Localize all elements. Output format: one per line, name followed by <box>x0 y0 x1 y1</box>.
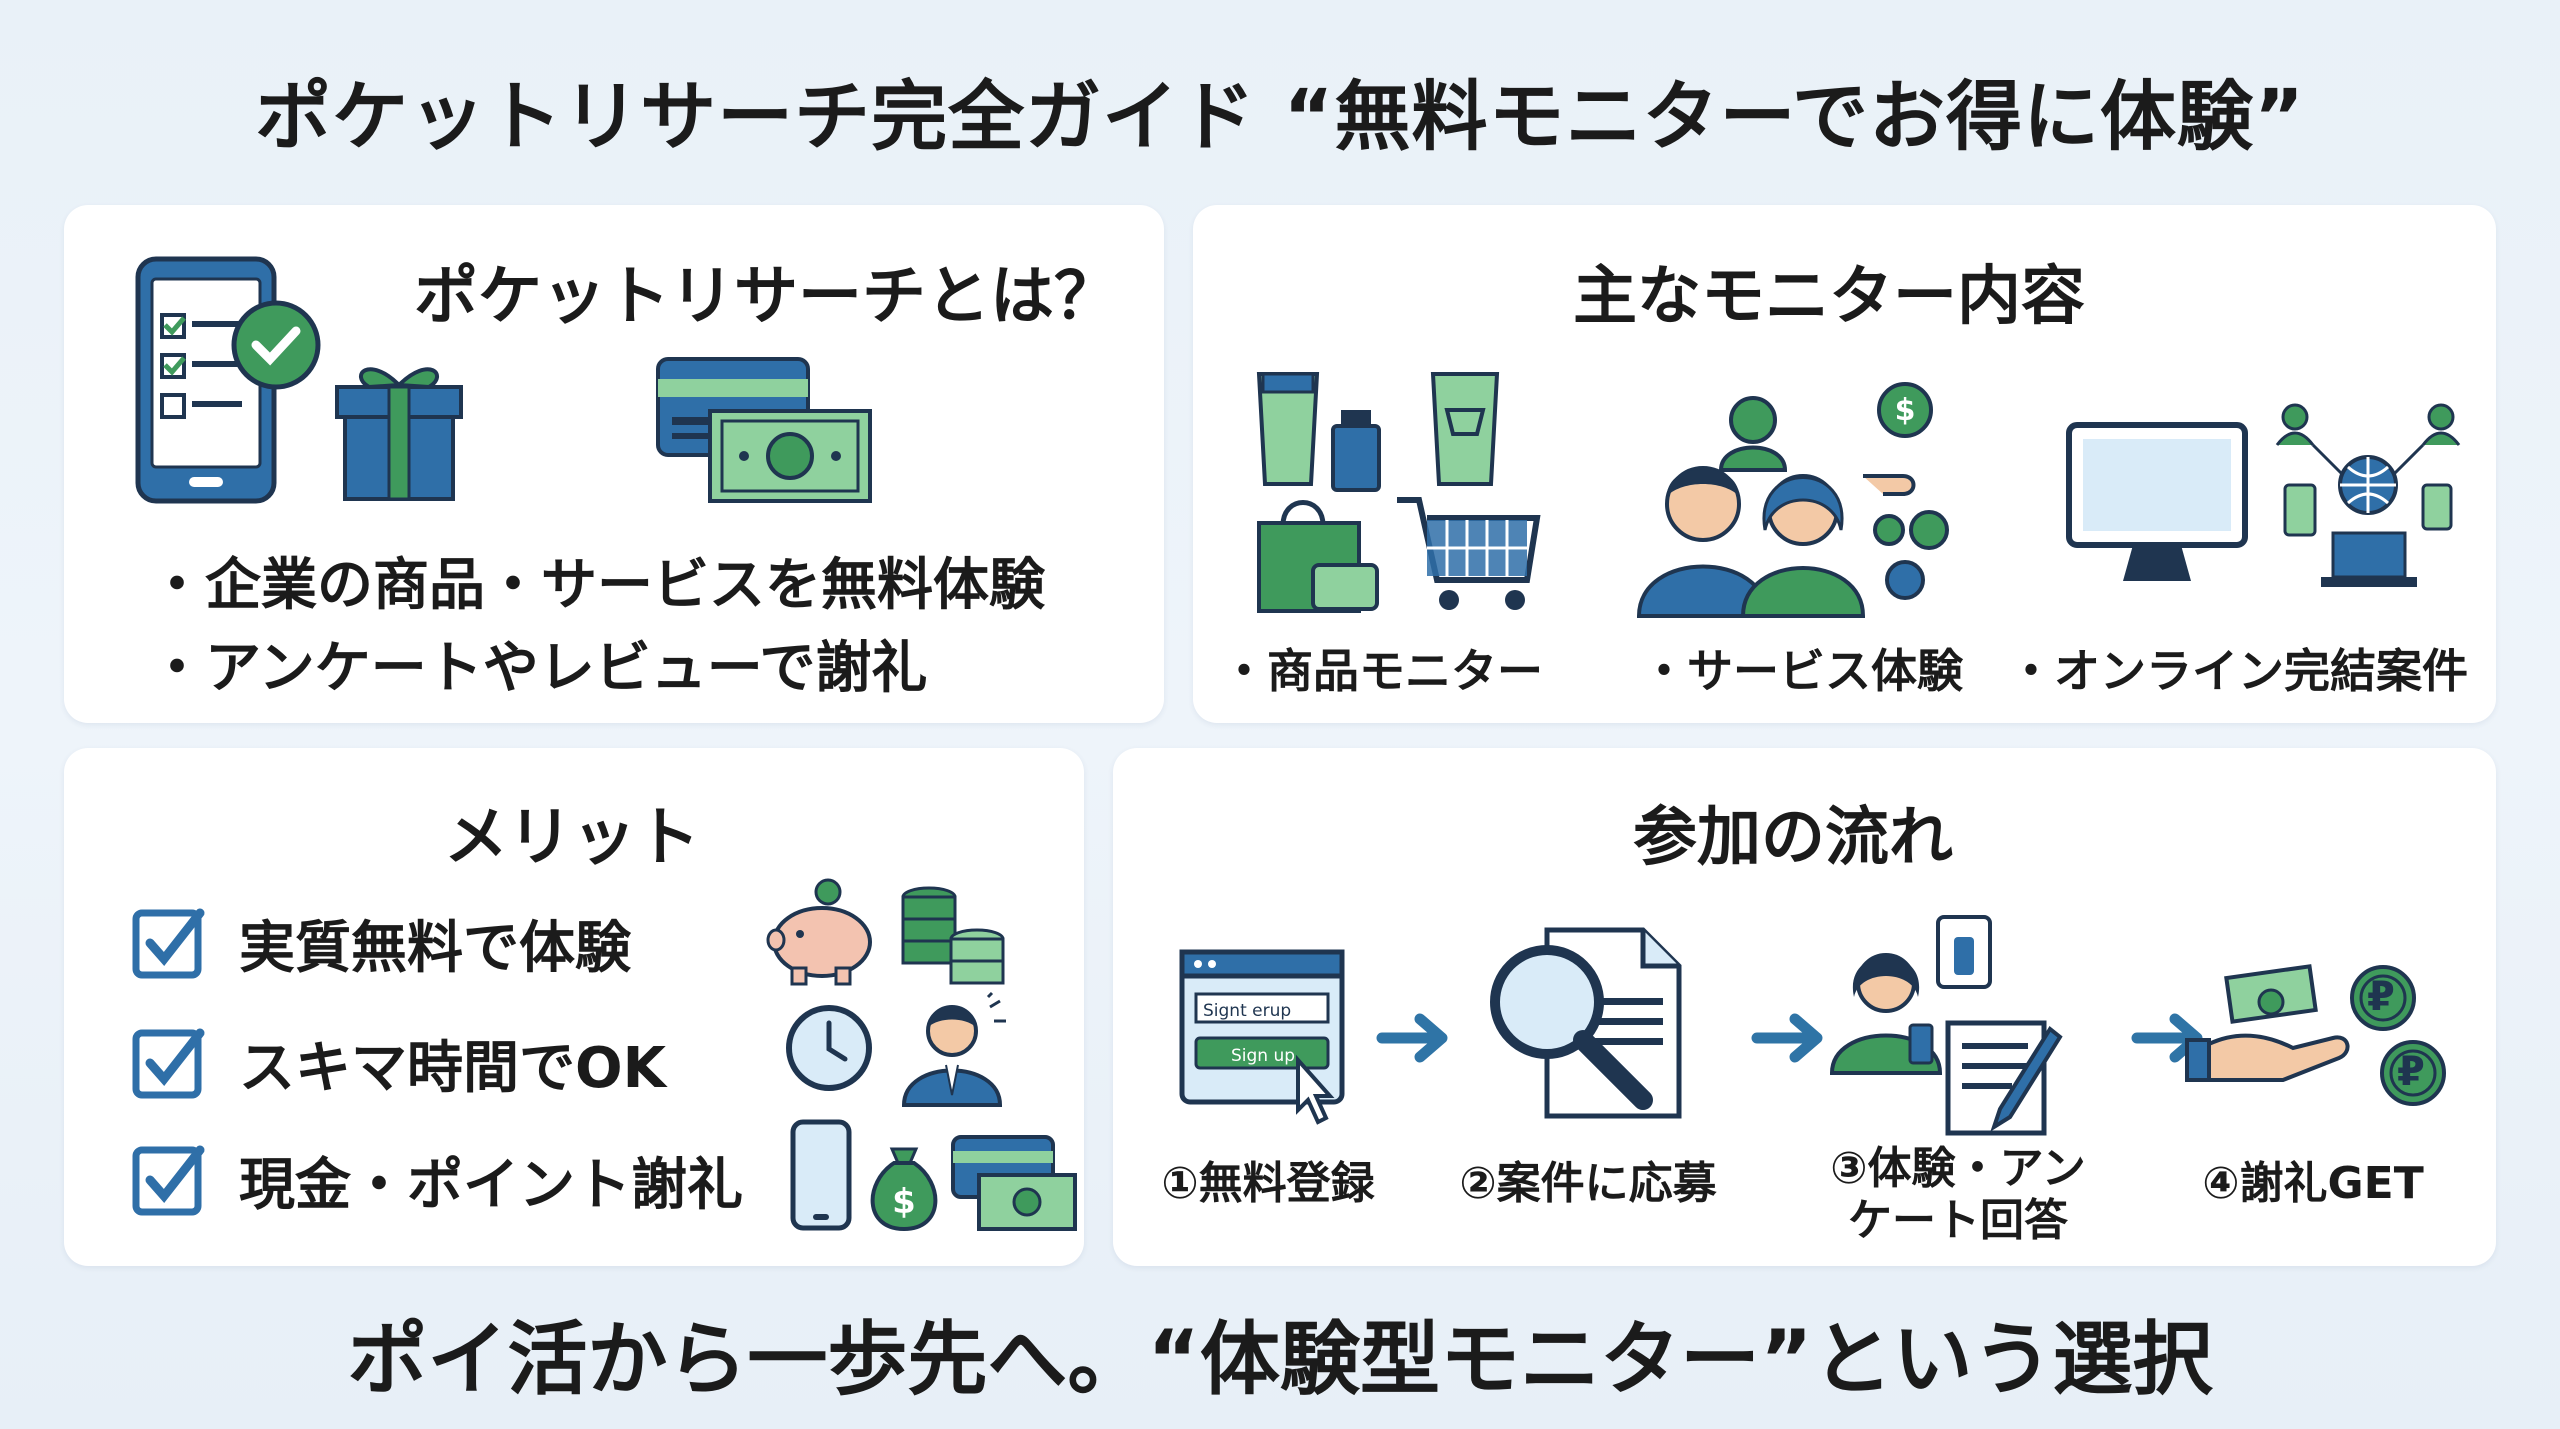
signup-window-icon <box>1179 949 1345 1125</box>
shopping-bag-icon <box>1257 500 1379 613</box>
monitor-item-service: ・サービス体験 <box>1641 644 1963 698</box>
smartphone-icon <box>790 1119 852 1231</box>
clock-icon <box>786 1005 872 1091</box>
piggy-bank-icon <box>766 878 872 986</box>
merits-card: メリット 実質無料で体験 スキマ時間でOK 現金・ポイント謝礼 <box>64 748 1084 1266</box>
flow-step-4: ④謝礼GET <box>2202 1158 2424 1209</box>
page-title: ポケットリサーチ完全ガイド “無料モニターでお得に体験” <box>255 72 2305 161</box>
flow-card: 参加の流れ Signt erup Sign up <box>1113 748 2496 1266</box>
people-service-icon: $ <box>1636 382 1949 618</box>
monitor-item-online: ・オンライン完結案件 <box>2008 644 2468 698</box>
monitor-item-product: ・商品モニター <box>1221 644 1543 698</box>
person-survey-icon <box>1829 915 2063 1136</box>
shopping-cart-icon <box>1397 497 1541 610</box>
cosmetics-products-icon <box>1256 372 1500 492</box>
checkbox-checked-icon <box>132 908 205 979</box>
coin-icon <box>2380 1040 2446 1106</box>
coin-icon <box>2350 965 2416 1031</box>
flow-step-3: ③体験・アン ケート回答 <box>1830 1143 2086 1246</box>
checkbox-checked-icon <box>132 1145 205 1216</box>
svg-text:$: $ <box>892 1182 916 1222</box>
checkbox-checked-icon <box>132 1028 205 1099</box>
merits-title: メリット <box>444 801 700 875</box>
about-title: ポケットリサーチとは？ <box>414 260 1118 334</box>
arrow-right-icon <box>1376 1013 1448 1063</box>
gift-box-icon <box>335 367 463 501</box>
merit-item-reward: 現金・ポイント謝礼 <box>239 1153 743 1218</box>
svg-text:$: $ <box>1895 393 1916 428</box>
relaxed-person-icon <box>901 991 1006 1107</box>
search-document-icon <box>1490 927 1682 1119</box>
signup-button-label: Sign up <box>1231 1046 1296 1066</box>
money-bag-icon: $ <box>870 1147 938 1232</box>
about-bullet-2: ・アンケートやレビューで謝礼 <box>149 636 928 701</box>
online-monitor-network-icon <box>2066 403 2461 587</box>
about-bullet-1: ・企業の商品・サービスを無料体験 <box>149 553 1045 618</box>
signup-field-text: Signt erup <box>1203 1001 1292 1021</box>
smartphone-checklist-icon <box>135 256 321 504</box>
footer-tagline: ポイ活から一歩先へ。“体験型モニター”という選択 <box>347 1313 2213 1406</box>
hand-cash-coins-icon <box>2185 964 2350 1082</box>
monitors-card: 主なモニター内容 $ <box>1193 205 2496 723</box>
coin-symbol-1: ₽ <box>2367 974 2395 1020</box>
merit-item-spare-time: スキマ時間でOK <box>239 1036 666 1101</box>
flow-step-1: ①無料登録 <box>1161 1158 1375 1209</box>
card-and-cash-icon <box>656 357 872 503</box>
coin-stack-icon <box>901 886 1005 985</box>
flow-step-2: ②案件に応募 <box>1459 1158 1717 1209</box>
monitors-title: 主なモニター内容 <box>1573 260 2085 334</box>
merit-item-free: 実質無料で体験 <box>239 916 631 981</box>
coin-symbol-2: ₽ <box>2397 1049 2425 1095</box>
about-card: ポケットリサーチとは？ ・企業の商品・サービスを無料体験 ・アンケートやレビュ <box>64 205 1164 723</box>
flow-title: 参加の流れ <box>1633 801 1953 875</box>
arrow-right-icon <box>1751 1013 1823 1063</box>
card-and-cash-icon <box>951 1135 1077 1231</box>
